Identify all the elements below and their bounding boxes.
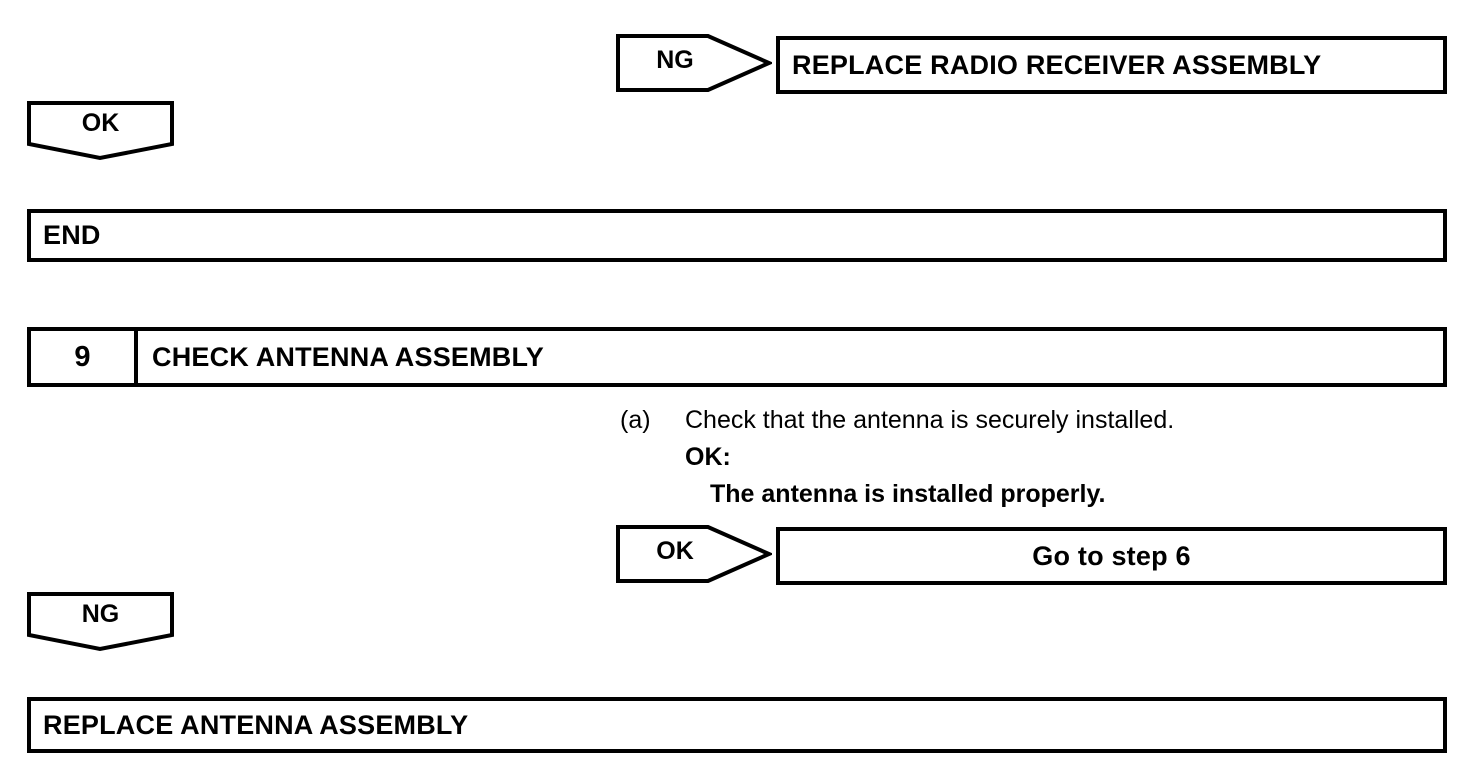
box-go-to-step-6-label: Go to step 6 xyxy=(1032,540,1191,571)
instruction-ok-result: The antenna is installed properly. xyxy=(710,480,1106,508)
judgement-tag-ok-step9[interactable]: OK xyxy=(616,525,772,583)
box-replace-radio-receiver[interactable]: REPLACE RADIO RECEIVER ASSEMBLY xyxy=(776,36,1447,94)
box-end-label: END xyxy=(43,220,101,250)
judgement-tag-ng-step9[interactable]: NG xyxy=(27,592,174,652)
instruction-marker: (a) xyxy=(620,406,651,434)
box-replace-antenna[interactable]: REPLACE ANTENNA ASSEMBLY xyxy=(27,697,1447,753)
step-header-9-number: 9 xyxy=(31,331,138,383)
judgement-tag-ng-top[interactable]: NG xyxy=(616,34,772,92)
instruction-ok-label: OK: xyxy=(685,443,731,471)
step-header-9-title: CHECK ANTENNA ASSEMBLY xyxy=(152,341,544,372)
box-end[interactable]: END xyxy=(27,209,1447,262)
box-go-to-step-6[interactable]: Go to step 6 xyxy=(776,527,1447,585)
box-replace-antenna-label: REPLACE ANTENNA ASSEMBLY xyxy=(43,709,469,740)
judgement-tag-ok-top[interactable]: OK xyxy=(27,101,174,161)
step-header-9[interactable]: 9 CHECK ANTENNA ASSEMBLY xyxy=(27,327,1447,387)
instruction-text: Check that the antenna is securely insta… xyxy=(685,406,1175,434)
box-replace-radio-receiver-label: REPLACE RADIO RECEIVER ASSEMBLY xyxy=(792,49,1322,80)
instruction-row: (a) Check that the antenna is securely i… xyxy=(620,406,1420,435)
instruction-block: (a) Check that the antenna is securely i… xyxy=(620,406,1420,509)
